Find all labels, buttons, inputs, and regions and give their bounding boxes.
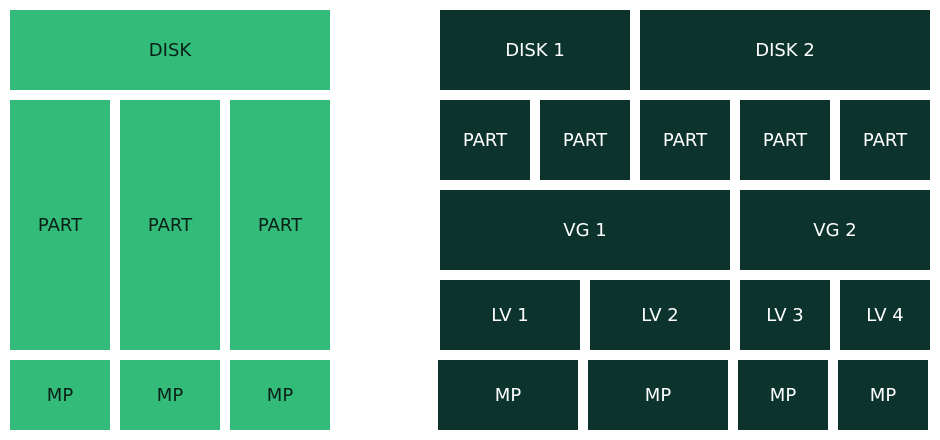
lvm-logical-volume-2: LV 2 bbox=[590, 280, 730, 350]
std-partition-1: PART bbox=[10, 100, 110, 350]
lvm-partition-4: PART bbox=[740, 100, 830, 180]
std-disk: DISK bbox=[10, 10, 330, 90]
lvm-disk-2: DISK 2 bbox=[640, 10, 930, 90]
std-mountpoint-1: MP bbox=[10, 360, 110, 430]
lvm-mountpoint-1: MP bbox=[438, 360, 578, 430]
std-mountpoint-2: MP bbox=[120, 360, 220, 430]
lvm-volume-group-2: VG 2 bbox=[740, 190, 930, 270]
lvm-disk-1: DISK 1 bbox=[440, 10, 630, 90]
lvm-partition-1: PART bbox=[440, 100, 530, 180]
lvm-volume-group-1: VG 1 bbox=[440, 190, 730, 270]
lvm-mountpoint-2: MP bbox=[588, 360, 728, 430]
lvm-logical-volume-4: LV 4 bbox=[840, 280, 930, 350]
lvm-mountpoint-4: MP bbox=[838, 360, 928, 430]
std-partition-3: PART bbox=[230, 100, 330, 350]
lvm-mountpoint-3: MP bbox=[738, 360, 828, 430]
lvm-partition-5: PART bbox=[840, 100, 930, 180]
lvm-logical-volume-1: LV 1 bbox=[440, 280, 580, 350]
lvm-partition-2: PART bbox=[540, 100, 630, 180]
lvm-partition-3: PART bbox=[640, 100, 730, 180]
std-partition-2: PART bbox=[120, 100, 220, 350]
std-mountpoint-3: MP bbox=[230, 360, 330, 430]
lvm-logical-volume-3: LV 3 bbox=[740, 280, 830, 350]
